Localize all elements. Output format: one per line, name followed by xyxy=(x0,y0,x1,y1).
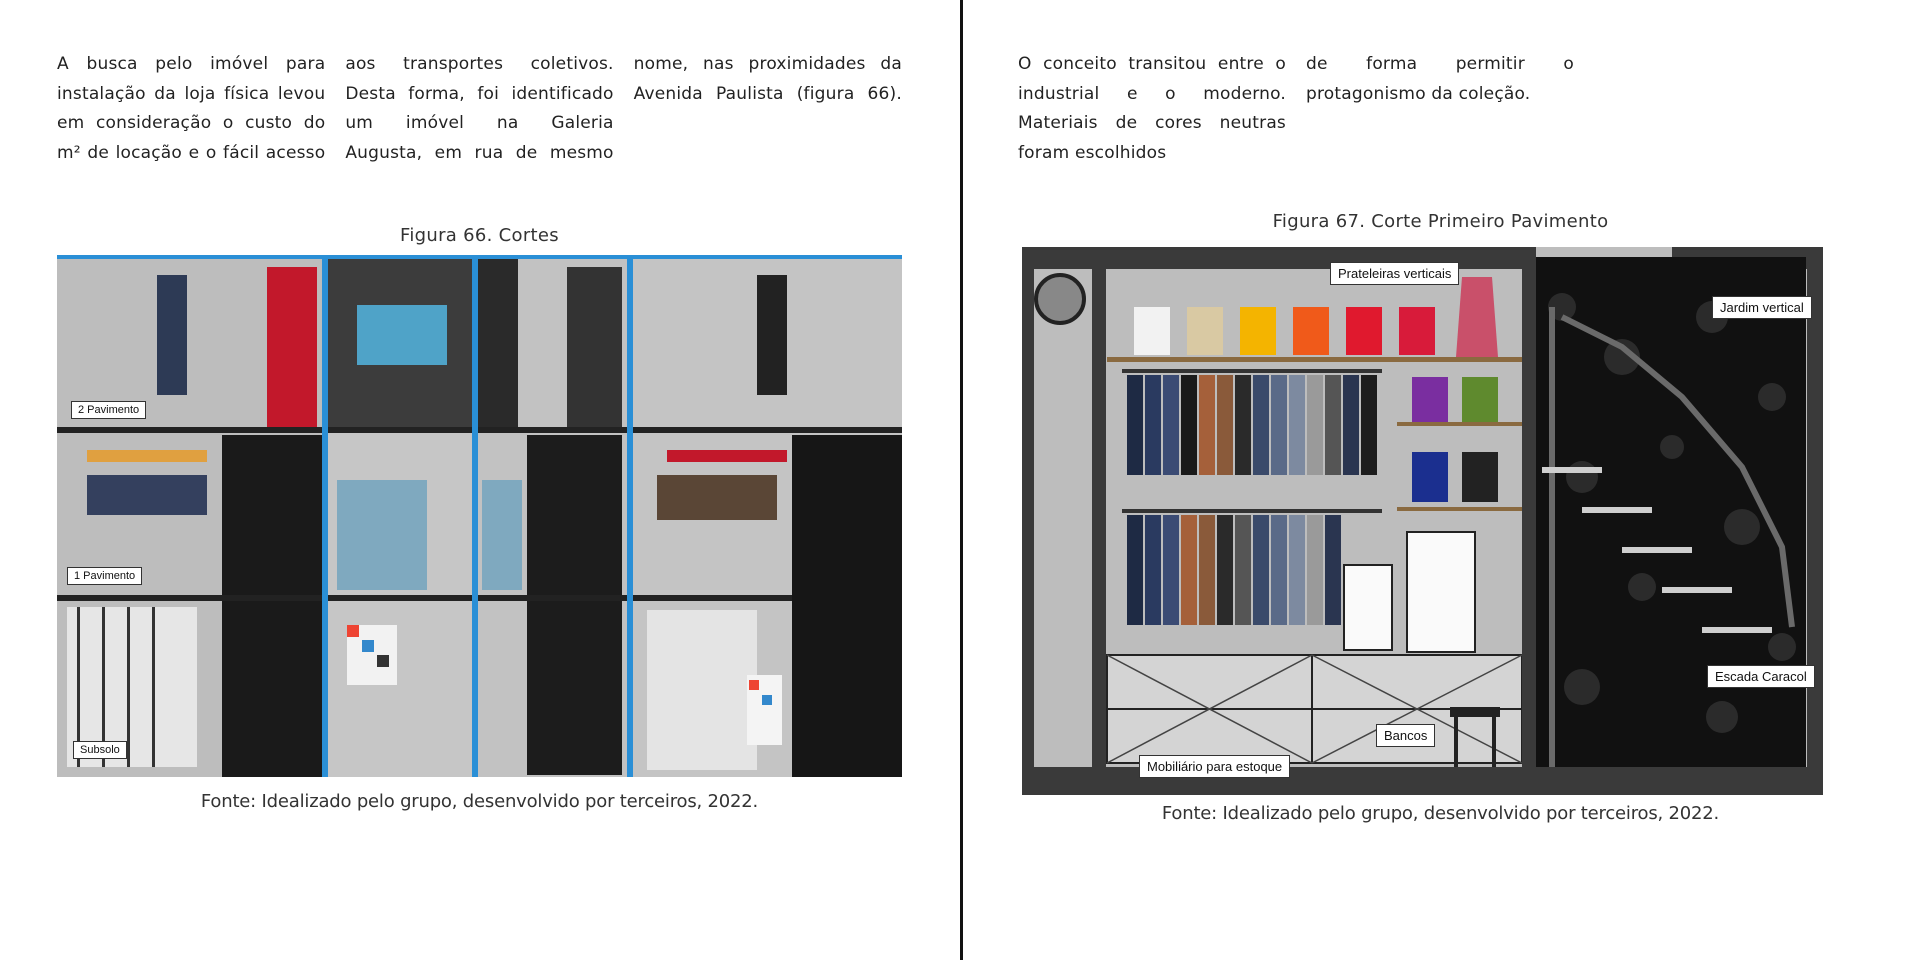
upper-rack-clothes xyxy=(1127,375,1377,475)
left-text-columns: A busca pelo imóvel para instalação da l… xyxy=(57,50,902,168)
left-page: A busca pelo imóvel para instalação da l… xyxy=(57,50,902,812)
figure-66-caption: Figura 66. Cortes xyxy=(400,225,559,246)
right-column-1: O conceito transitou entre o industrial … xyxy=(1018,54,1286,163)
figure-66-source: Fonte: Idealizado pelo grupo, desenvolvi… xyxy=(200,791,759,812)
label-mobiliario-estoque: Mobiliário para estoque xyxy=(1139,755,1291,778)
first-floor-drawing xyxy=(1022,247,1823,795)
label-1-pavimento: 1 Pavimento xyxy=(67,567,143,585)
section-2 xyxy=(328,259,472,777)
label-jardim-vertical: Jardim vertical xyxy=(1712,296,1812,319)
figure-67-caption: Figura 67. Corte Primeiro Pavimento xyxy=(1272,211,1609,232)
label-escada-caracol: Escada Caracol xyxy=(1707,665,1815,688)
folded-shirts xyxy=(1134,307,1498,502)
lower-rack-clothes xyxy=(1127,515,1341,625)
label-bancos: Bancos xyxy=(1376,724,1436,747)
spiral-staircase xyxy=(1549,307,1795,767)
right-column-2: de forma permitir o protagonismo da cole… xyxy=(1306,54,1574,104)
figure-67-source: Fonte: Idealizado pelo grupo, desenvolvi… xyxy=(1161,803,1720,824)
left-column-1: A busca pelo imóvel para instalação da l… xyxy=(57,54,326,163)
section-1 xyxy=(57,259,322,777)
label-subsolo: Subsolo xyxy=(73,741,127,759)
left-column-3: nome, nas proximidades da Avenida Paulis… xyxy=(633,54,902,104)
right-page: O conceito transitou entre o industrial … xyxy=(963,0,1920,960)
right-text-columns: O conceito transitou entre o industrial … xyxy=(1018,50,1574,168)
figure-67-first-floor-section: Prateleiras verticais Jardim vertical Es… xyxy=(1022,247,1823,795)
figure-66-sections: 2 Pavimento 1 Pavimento Subsolo xyxy=(57,255,902,777)
left-column-2: aos transportes coletivos. Desta forma, … xyxy=(345,54,614,163)
section-3 xyxy=(478,259,627,777)
page-divider xyxy=(960,0,963,960)
sections-drawing xyxy=(57,255,902,777)
section-4 xyxy=(633,259,902,777)
label-prateleiras-verticais: Prateleiras verticais xyxy=(1330,262,1460,285)
label-2-pavimento: 2 Pavimento xyxy=(71,401,147,419)
